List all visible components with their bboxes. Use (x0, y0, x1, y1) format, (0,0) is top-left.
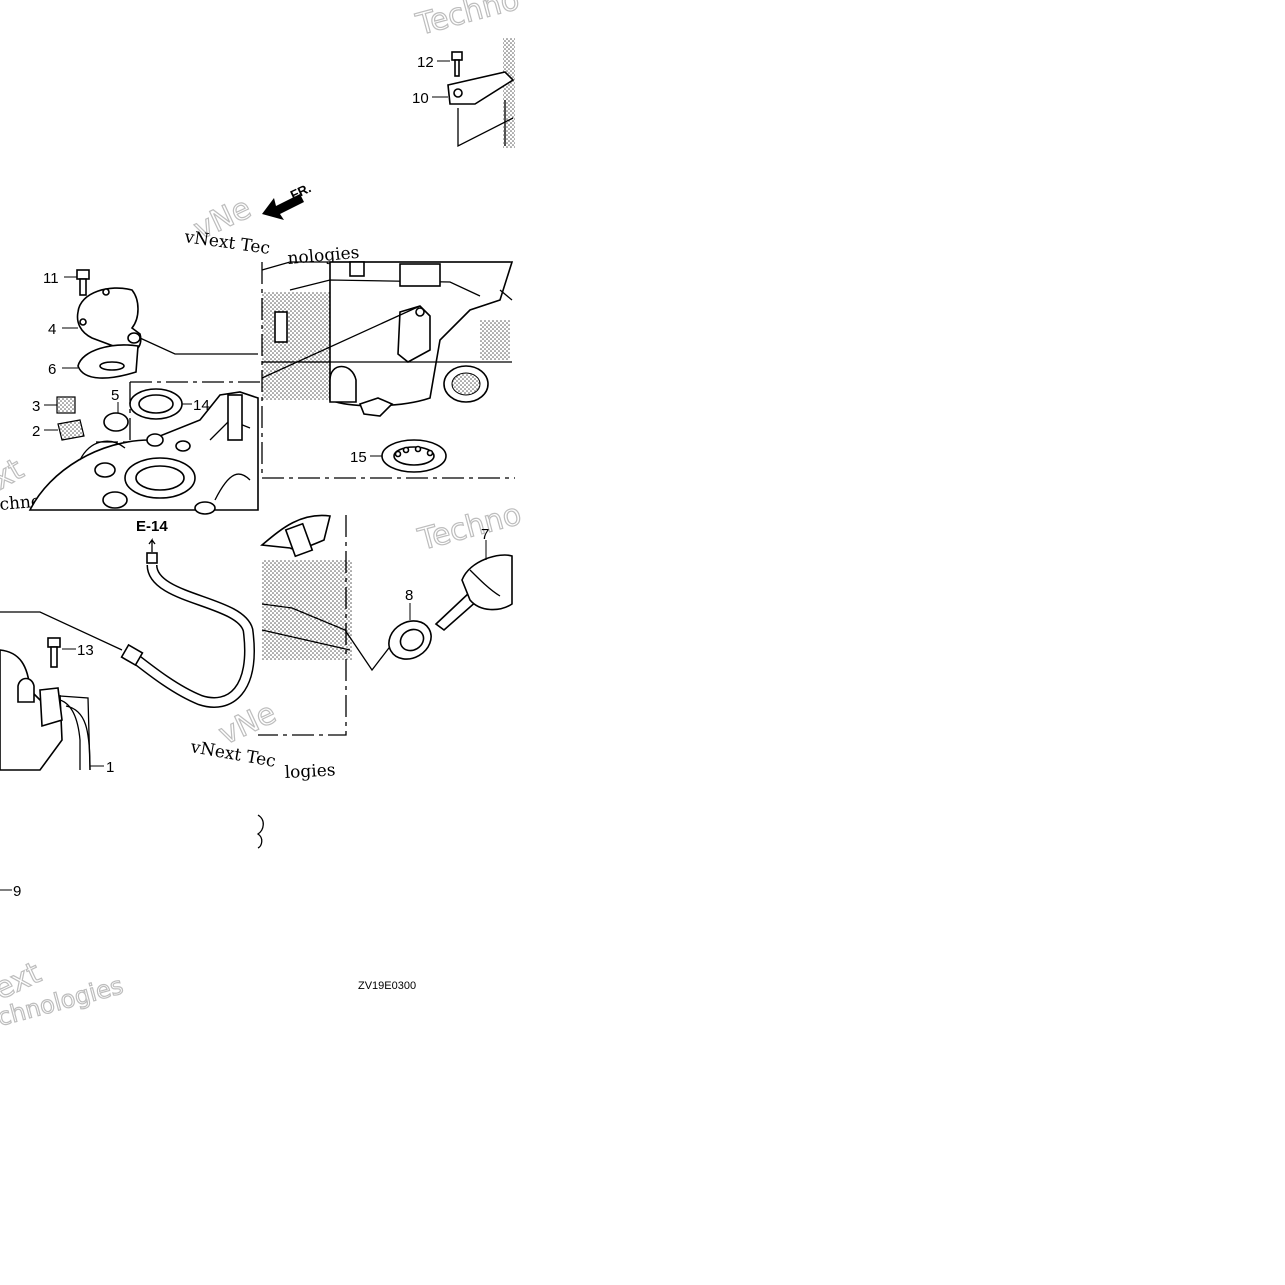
part-label-3: 3 (32, 398, 40, 415)
part-label-11: 11 (43, 270, 59, 287)
front-direction-arrow: FR. (262, 180, 313, 220)
engine-case-right: 15 (261, 261, 515, 479)
part-label-9: 9 (13, 883, 21, 900)
part-label-4: 4 (48, 321, 56, 338)
bolt-11 (76, 269, 90, 296)
break-mark (256, 814, 264, 849)
part-label-13: 13 (77, 642, 94, 659)
bolt-13 (47, 637, 61, 668)
part-label-7: 7 (481, 526, 489, 543)
watermark-text: Techno (412, 0, 523, 43)
watermarks: Techno Techno vNe vNe vNext Tec nologies… (0, 0, 526, 1032)
part-label-14: 14 (193, 397, 210, 414)
drawing-code: ZV19E0300 (358, 980, 416, 992)
part-label-5: 5 (111, 387, 119, 404)
leader-dashed (92, 382, 131, 443)
bracket-part (447, 71, 515, 105)
watermark-text: logies (284, 760, 336, 783)
bracket-hole (453, 88, 463, 98)
part-label-12: 12 (417, 54, 434, 71)
filter-part-2 (57, 419, 85, 441)
part-label-10: 10 (412, 90, 429, 107)
reference-label: E-14 (136, 518, 168, 535)
engine-case-left (28, 391, 259, 515)
cover-assembly: 11 4 6 3 2 5 14 (32, 269, 262, 443)
plug-part-5 (103, 412, 129, 432)
breather-hose: E-14 (0, 518, 255, 708)
watermark-text: xt (0, 452, 30, 497)
lower-assembly: 13 1 (0, 637, 114, 776)
part-label-2: 2 (32, 423, 40, 440)
bracket-assembly-top: 12 10 (412, 38, 515, 148)
part-label-6: 6 (48, 361, 56, 378)
filter-part-3 (56, 396, 76, 414)
dipstick-assembly: 8 7 (258, 514, 513, 736)
bolt-12 (451, 51, 463, 77)
part-label-15: 15 (350, 449, 367, 466)
bracket-leader (457, 108, 514, 148)
part-label-8: 8 (405, 587, 413, 604)
part-label-1: 1 (106, 759, 114, 776)
cover-part-4 (76, 287, 142, 353)
watermark-text: Techno (414, 497, 525, 558)
front-direction-label: FR. (288, 180, 313, 202)
shaded-area (503, 38, 515, 148)
